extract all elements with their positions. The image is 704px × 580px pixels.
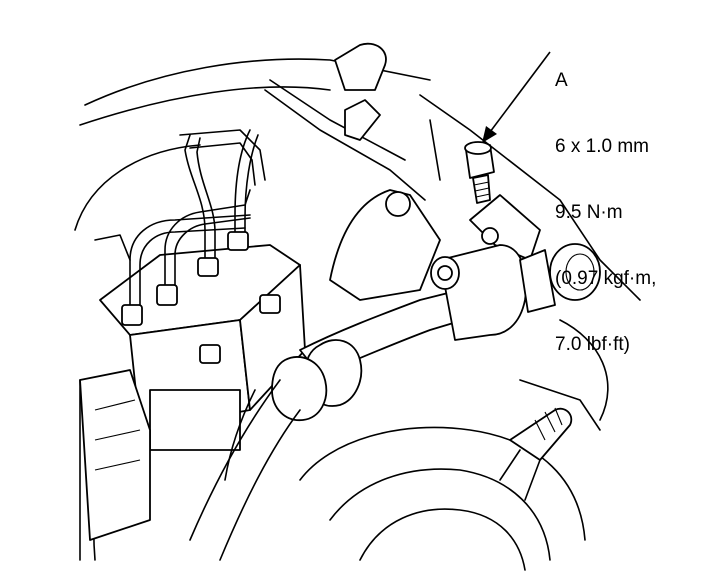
bolt-spec-callout: A 6 x 1.0 mm 9.5 N·m (0.97 kgf·m, 7.0 lb… [555,26,656,378]
engine-bay-outline [74,58,641,571]
callout-arrow [482,51,551,143]
reservoir-cap [334,42,387,141]
brake-lines [94,129,281,364]
hose-joint [430,243,601,341]
main-hose [189,289,471,561]
abs-modulator [79,244,306,541]
lower-hose [499,407,573,501]
bolt-a [464,141,495,204]
bolt-size: 6 x 1.0 mm [555,136,649,157]
torque-nm: 9.5 N·m [555,202,623,223]
mounting-bracket [329,189,541,301]
torque-lbf: 7.0 lbf·ft) [555,334,630,355]
torque-kgf: (0.97 kgf·m, [555,268,657,289]
callout-letter: A [555,70,568,91]
